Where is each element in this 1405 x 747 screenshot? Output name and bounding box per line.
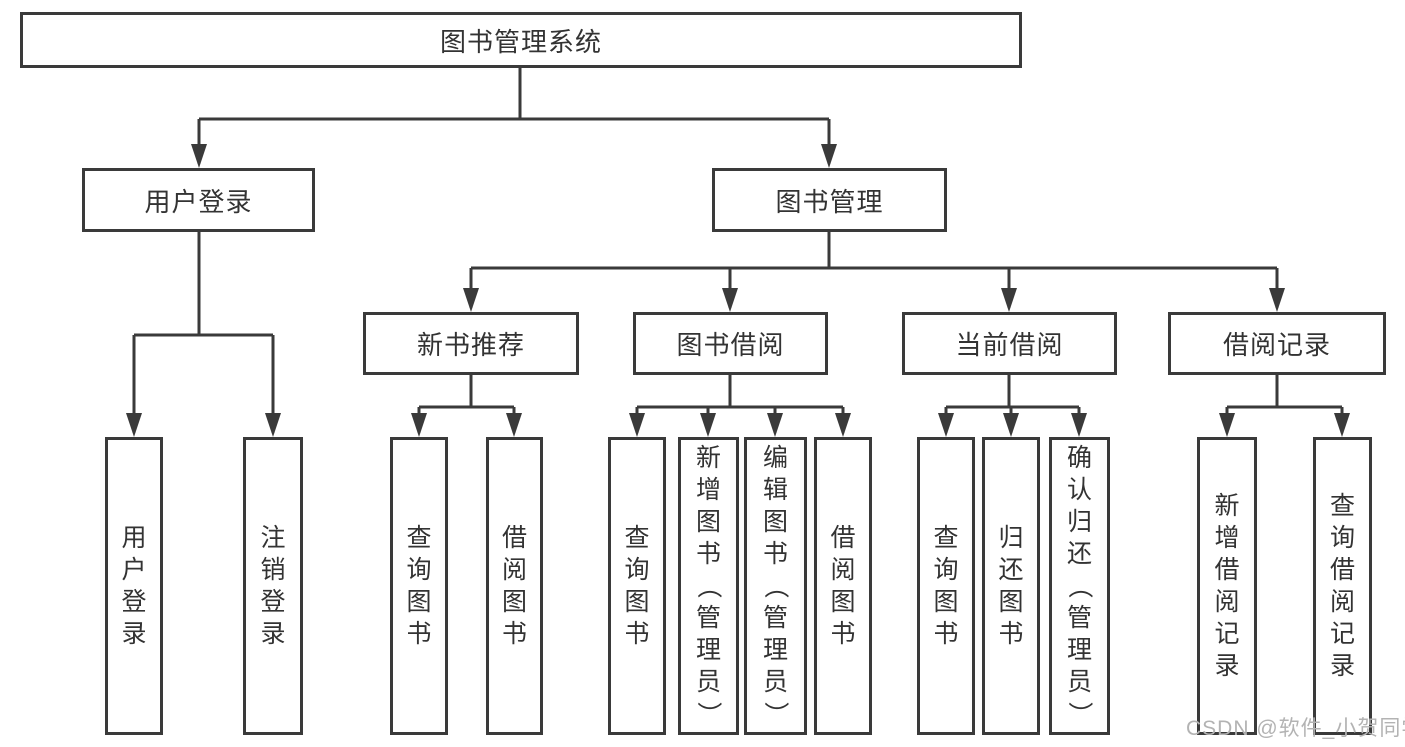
leaf-add-book-admin: 新增图书（管理员） <box>678 437 739 735</box>
node-label: 归还图书 <box>998 524 1024 648</box>
node-label: 查询图书 <box>933 524 959 648</box>
node-borrow-records: 借阅记录 <box>1168 312 1386 375</box>
leaf-return-book: 归还图书 <box>982 437 1040 735</box>
node-library-management-system: 图书管理系统 <box>20 12 1022 68</box>
node-label: 注销登录 <box>260 524 286 648</box>
node-new-book-recommend: 新书推荐 <box>363 312 579 375</box>
node-label: 图书管理 <box>775 186 884 217</box>
leaf-user-login: 用户登录 <box>105 437 163 735</box>
node-label: 新增图书（管理员） <box>694 444 723 727</box>
leaf-edit-book-admin: 编辑图书（管理员） <box>744 437 807 735</box>
node-label: 借阅图书 <box>501 524 527 648</box>
node-label: 新书推荐 <box>416 330 525 360</box>
leaf-logout: 注销登录 <box>243 437 303 735</box>
leaf-borrow-books-2: 借阅图书 <box>814 437 872 735</box>
node-label: 借阅图书 <box>830 524 856 648</box>
node-current-borrow: 当前借阅 <box>902 312 1117 375</box>
node-label: 查询图书 <box>624 524 650 648</box>
node-label: 图书借阅 <box>676 330 785 360</box>
node-label: 查询图书 <box>406 524 432 648</box>
leaf-add-borrow-record: 新增借阅记录 <box>1197 437 1257 735</box>
node-book-management: 图书管理 <box>712 168 947 232</box>
node-label: 查询借阅记录 <box>1329 492 1355 680</box>
leaf-confirm-return-admin: 确认归还（管理员） <box>1049 437 1110 735</box>
arrowhead-icons <box>126 144 1350 437</box>
node-label: 编辑图书（管理员） <box>761 444 790 727</box>
node-label: 新增借阅记录 <box>1214 492 1240 680</box>
node-label: 用户登录 <box>121 524 147 648</box>
leaf-query-books-recommend: 查询图书 <box>390 437 448 735</box>
node-label: 当前借阅 <box>955 330 1064 360</box>
leaf-borrow-books-recommend: 借阅图书 <box>486 437 543 735</box>
node-user-login: 用户登录 <box>82 168 315 232</box>
node-label: 确认归还（管理员） <box>1065 444 1094 727</box>
node-book-borrow: 图书借阅 <box>633 312 828 375</box>
node-label: 借阅记录 <box>1222 330 1331 360</box>
leaf-query-books-current: 查询图书 <box>917 437 975 735</box>
node-label: 用户登录 <box>144 186 253 217</box>
leaf-query-books-borrow: 查询图书 <box>608 437 666 735</box>
csdn-watermark: CSDN @软件_小贺同学 <box>1186 717 1405 740</box>
leaf-query-borrow-record: 查询借阅记录 <box>1313 437 1372 735</box>
node-label: 图书管理系统 <box>439 26 602 57</box>
